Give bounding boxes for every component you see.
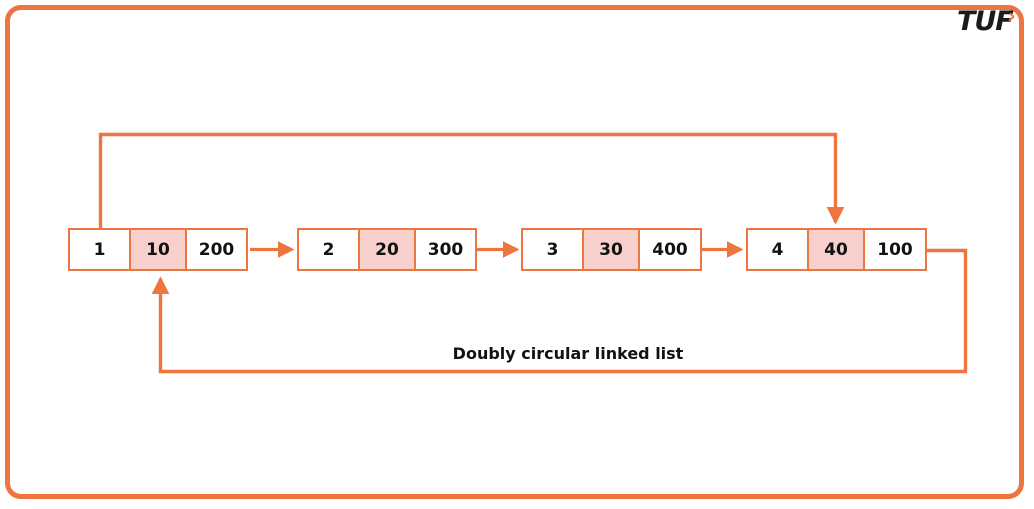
- arrow-next-wrap-bottom: [151, 248, 968, 374]
- list-node-2: 2 20 300: [297, 228, 477, 271]
- node-4-value-cell: 40: [807, 228, 865, 271]
- node-3-next-pointer-cell: 400: [638, 228, 702, 271]
- logo-chevron-icon: ›: [1007, 4, 1016, 28]
- node-3-data-cell: 3: [521, 228, 584, 271]
- node-1-value-cell: 10: [129, 228, 187, 271]
- list-node-3: 3 30 400: [521, 228, 702, 271]
- list-node-4: 4 40 100: [746, 228, 927, 271]
- node-2-value-cell: 20: [358, 228, 416, 271]
- node-3-value-cell: 30: [582, 228, 640, 271]
- node-1-next-pointer-cell: 200: [185, 228, 248, 271]
- node-4-next-pointer-cell: 100: [863, 228, 927, 271]
- arrow-prev-wrap-top: [98, 132, 845, 229]
- page-border-frame: [5, 5, 1024, 499]
- node-1-data-cell: 1: [68, 228, 131, 271]
- node-2-next-pointer-cell: 300: [414, 228, 477, 271]
- list-node-1: 1 10 200: [68, 228, 248, 271]
- node-2-data-cell: 2: [297, 228, 360, 271]
- diagram-caption: Doubly circular linked list: [452, 344, 684, 363]
- logo-text: TUF: [956, 6, 1014, 37]
- tuf-logo: TUF ›: [956, 4, 1016, 38]
- node-4-data-cell: 4: [746, 228, 809, 271]
